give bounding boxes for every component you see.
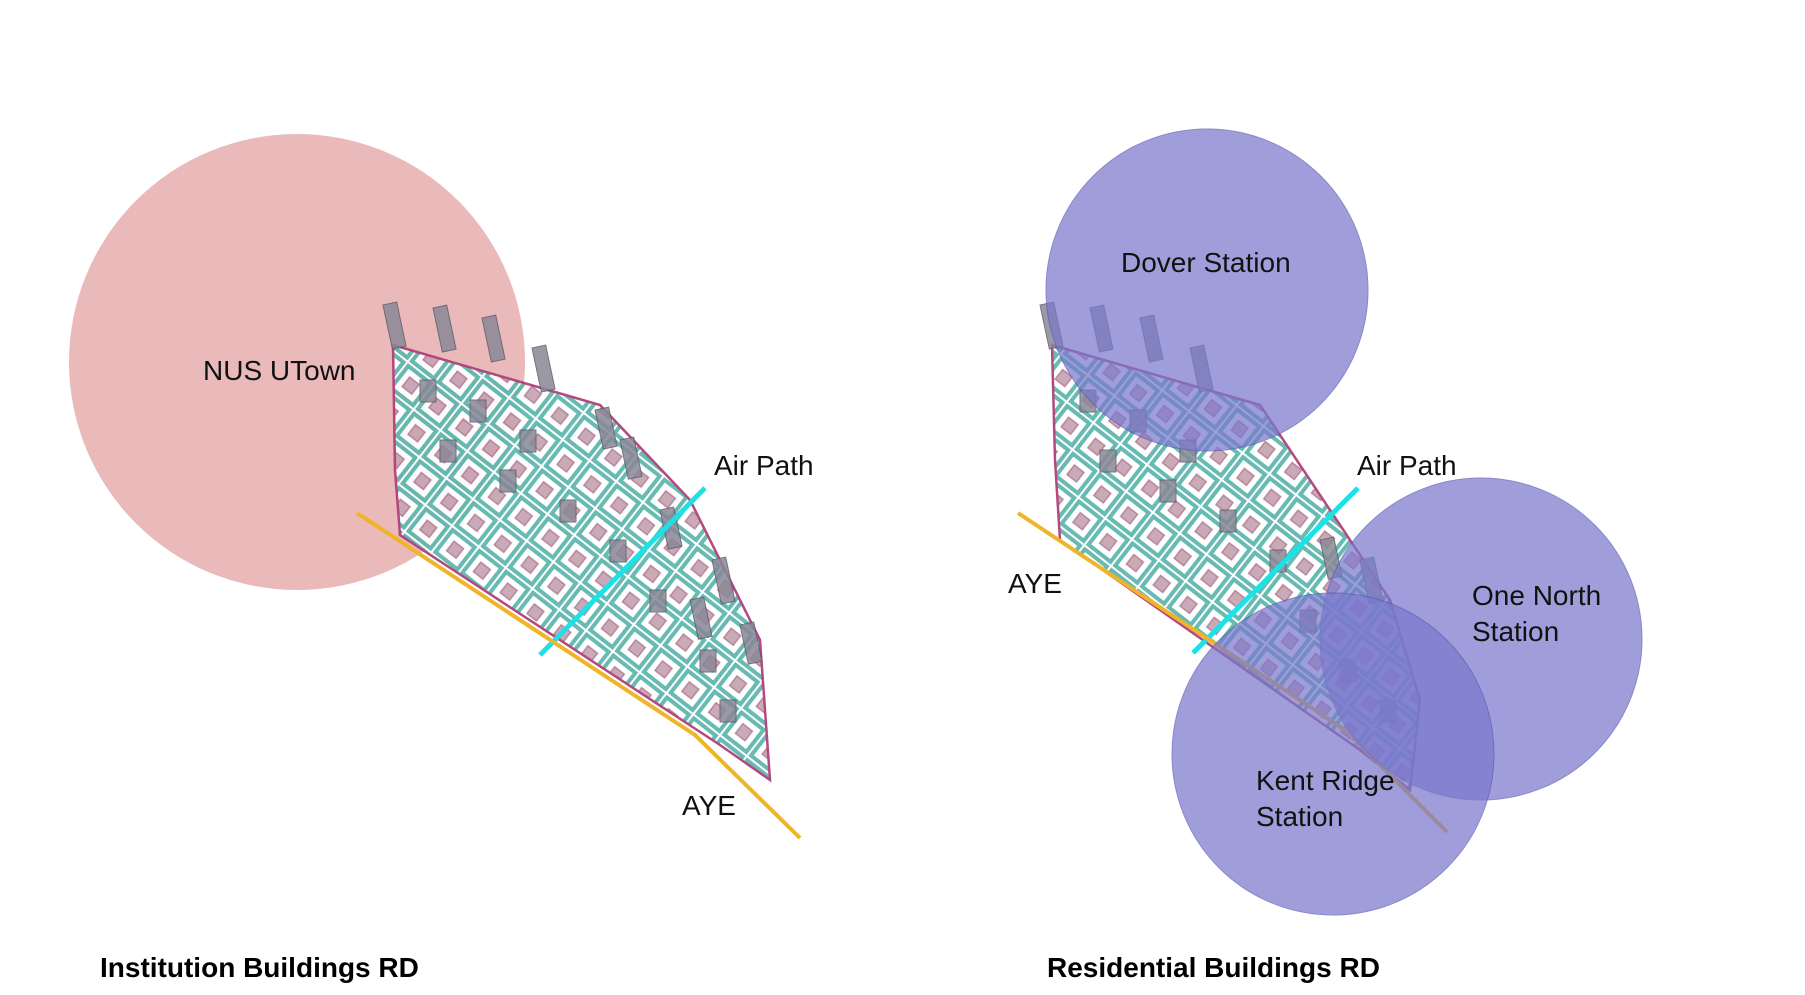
- left-caption: Institution Buildings RD: [100, 952, 419, 983]
- dover-station-label: Dover Station: [1121, 247, 1291, 278]
- right-aye-label: AYE: [1008, 568, 1062, 599]
- dover-station-circle: [1045, 128, 1369, 452]
- kent-ridge-station-label-line2: Station: [1256, 801, 1343, 832]
- one-north-station-label-line1: One North: [1472, 580, 1601, 611]
- kent-ridge-station-circle: [1171, 592, 1495, 916]
- right-panel: Dover Station One North Station Kent Rid…: [1008, 128, 1643, 983]
- utown-label: NUS UTown: [203, 355, 355, 386]
- right-caption: Residential Buildings RD: [1047, 952, 1380, 983]
- left-aye-label: AYE: [682, 790, 736, 821]
- aye-road-line: [355, 511, 802, 840]
- one-north-station-label-line2: Station: [1472, 616, 1559, 647]
- right-air-path-label: Air Path: [1357, 450, 1457, 481]
- left-air-path-label: Air Path: [714, 450, 814, 481]
- site-area: [391, 343, 772, 783]
- kent-ridge-station-label-line1: Kent Ridge: [1256, 765, 1395, 796]
- left-panel: NUS UTown Air Path AYE Institution Build…: [69, 134, 814, 983]
- air-path-line: [538, 486, 707, 657]
- air-path-line: [1191, 486, 1360, 655]
- institution-site: [382, 301, 772, 783]
- building-blocks: [382, 301, 763, 723]
